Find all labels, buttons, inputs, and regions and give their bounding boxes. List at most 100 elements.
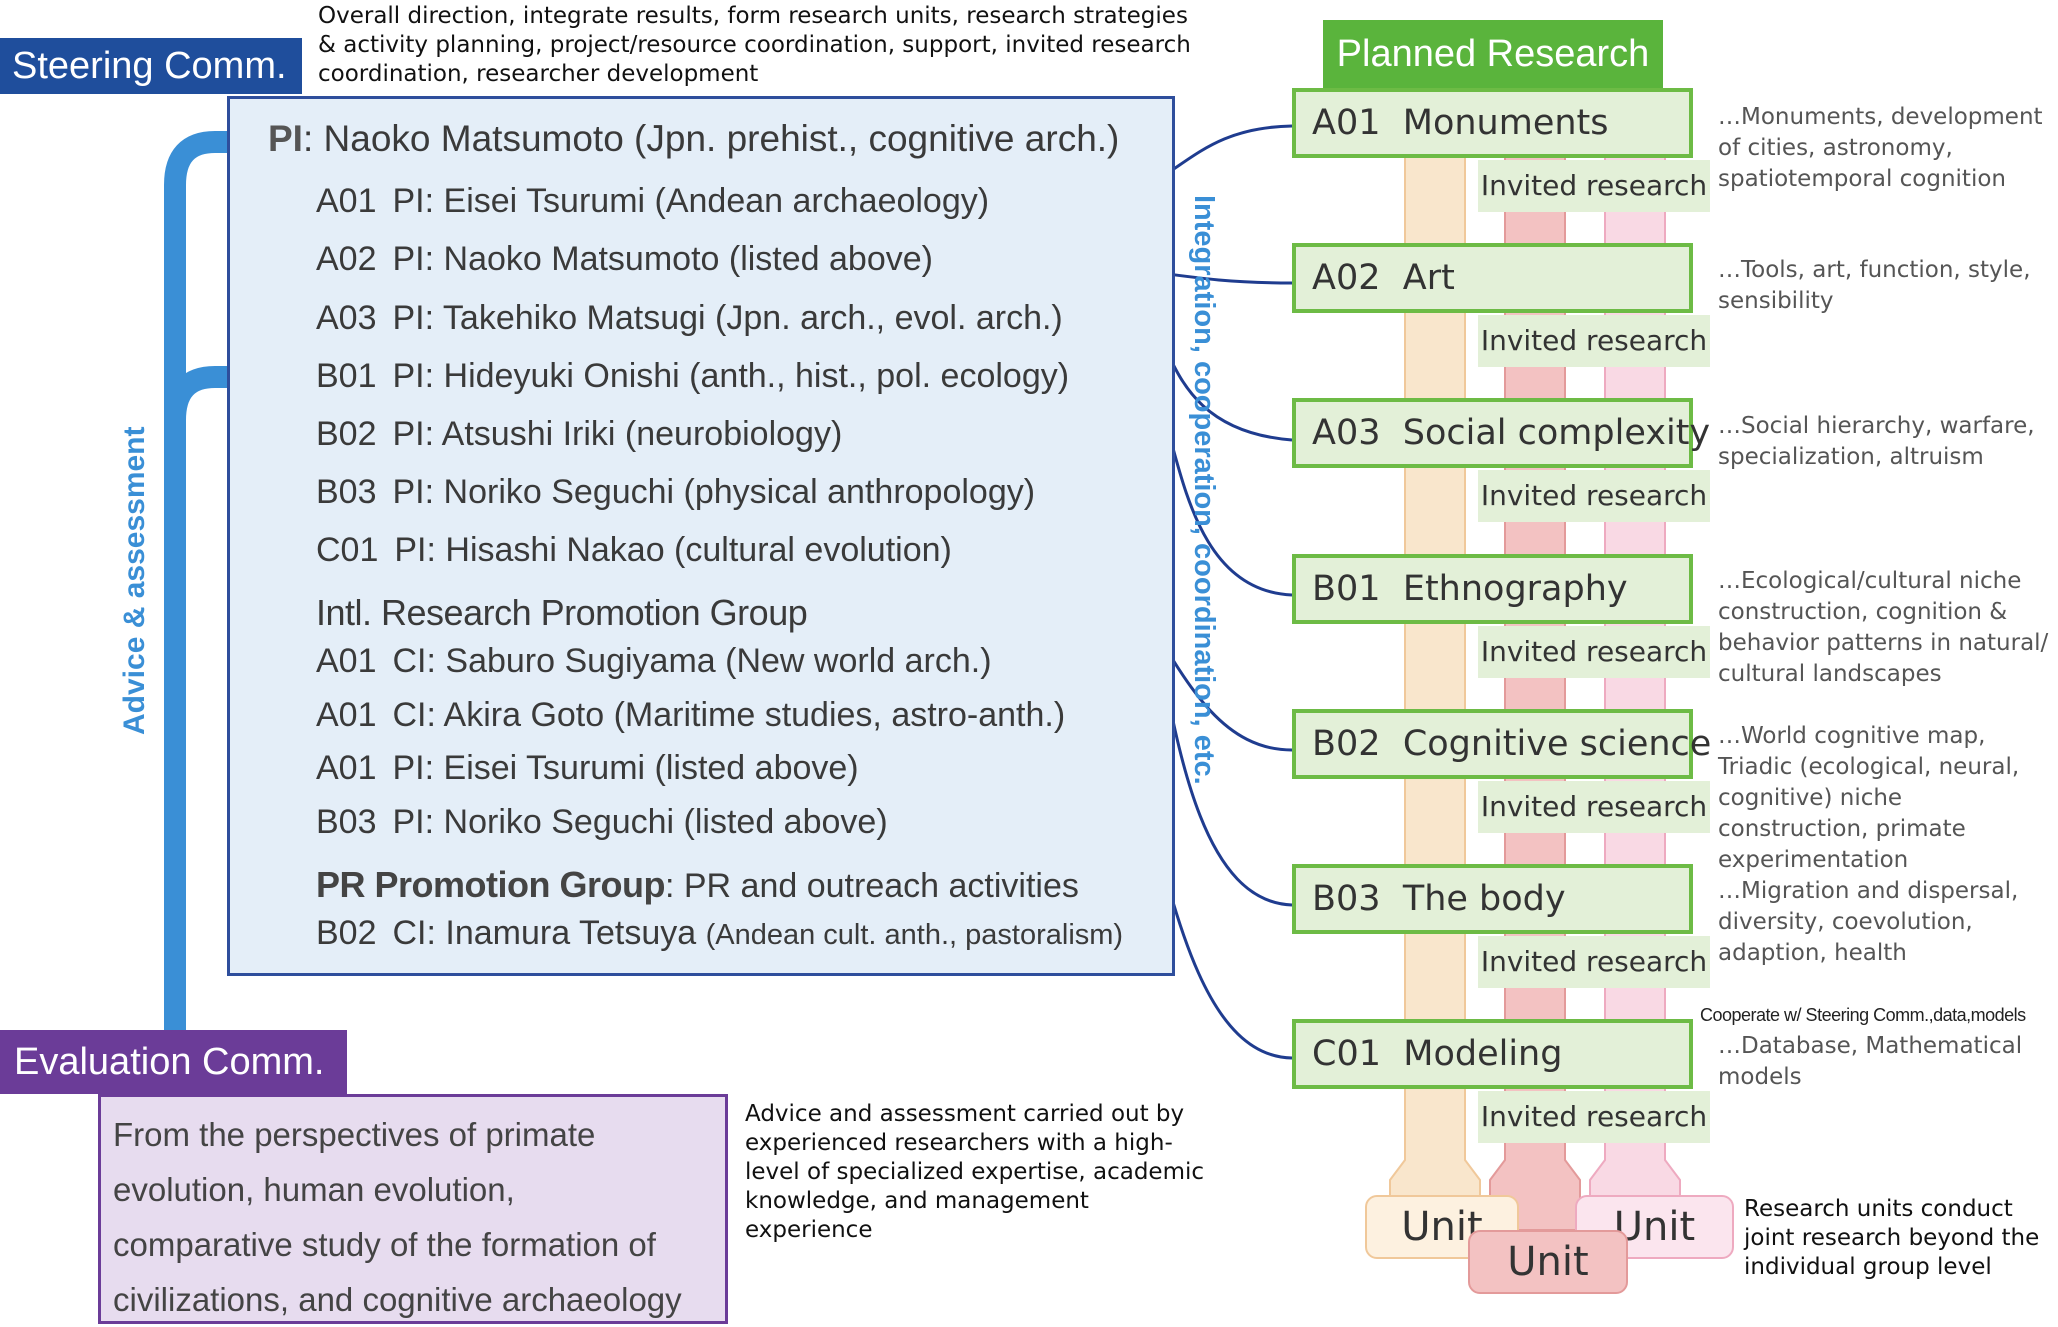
group-note-b01: …Ecological/cultural niche construction,…	[1718, 568, 2049, 687]
member-code: B01	[316, 357, 377, 395]
group-box-a01: A01 Monuments	[1292, 88, 1693, 158]
group-name: Monuments	[1402, 103, 1609, 143]
evaluation-line: civilizations, and cognitive archaeology	[113, 1281, 682, 1318]
group-note-a03: …Social hierarchy, warfare, specializati…	[1718, 413, 2035, 470]
group-code: C01	[1312, 1034, 1381, 1074]
group-code: A01	[1312, 103, 1381, 143]
integration-label: Integration, cooperation, coordination, …	[1188, 195, 1220, 785]
group-name: Ethnography	[1402, 569, 1628, 609]
member-code: B03	[316, 803, 377, 841]
member-name: Eisei Tsurumi (Andean archaeology)	[443, 182, 990, 220]
invited-research-b03: Invited research	[1478, 936, 1710, 988]
member-code: A01	[316, 642, 377, 680]
pr-group-row: PR Promotion Group: PR and outreach acti…	[316, 864, 1079, 906]
member-role: CI:	[392, 696, 436, 734]
group-name: Cognitive science	[1402, 724, 1712, 764]
group-box-b03: B03 The body	[1292, 864, 1693, 934]
evaluation-line: evolution, human evolution,	[113, 1171, 515, 1208]
pr-group-subtitle: : PR and outreach activities	[664, 867, 1079, 905]
member-detail: (Andean cult. anth., pastoralism)	[705, 919, 1124, 951]
group-code: A03	[1312, 413, 1381, 453]
member-name: Akira Goto (Maritime studies, astro-anth…	[443, 696, 1066, 734]
intl-member-row: A01 PI: Eisei Tsurumi (listed above)	[316, 749, 859, 788]
cooperate-note: Cooperate w/ Steering Comm.,data,models	[1700, 1005, 2026, 1025]
member-code: C01	[316, 531, 379, 569]
group-code: A02	[1312, 258, 1381, 298]
member-role: PI:	[392, 240, 435, 278]
member-role: PI:	[392, 357, 435, 395]
evaluation-committee-title: Evaluation Comm.	[0, 1030, 347, 1094]
member-name: Saburo Sugiyama (New world arch.)	[445, 642, 992, 680]
planned-research-title: Planned Research	[1323, 20, 1663, 88]
group-box-a03: A03 Social complexity	[1292, 398, 1710, 468]
member-code: B02	[316, 914, 377, 952]
steering-committee-title: Steering Comm.	[0, 38, 302, 94]
member-code: A01	[316, 696, 377, 734]
member-name: Atsushi Iriki (neurobiology)	[441, 415, 843, 453]
unit-box-red: Unit	[1468, 1230, 1628, 1294]
member-code: A02	[316, 240, 377, 278]
intl-group-title: Intl. Research Promotion Group	[316, 592, 808, 633]
intl-member-row: A01 CI: Akira Goto (Maritime studies, ast…	[316, 696, 1065, 735]
steering-committee-description: Overall direction, integrate results, fo…	[318, 3, 1191, 87]
evaluation-line: comparative study of the formation of	[113, 1226, 656, 1263]
member-role: PI:	[392, 299, 435, 337]
evaluation-description: Advice and assessment carried out by exp…	[745, 1101, 1205, 1243]
group-box-c01: C01 Modeling	[1292, 1019, 1693, 1089]
member-role: PI:	[392, 182, 435, 220]
group-box-a02: A02 Art	[1292, 243, 1693, 313]
advice-label: Advice & assessment	[118, 426, 151, 736]
advice-arrow	[164, 131, 245, 1030]
group-name: Social complexity	[1402, 413, 1711, 453]
member-name: Eisei Tsurumi (listed above)	[443, 749, 859, 787]
invited-research-a02: Invited research	[1478, 315, 1710, 367]
member-code: A03	[316, 299, 377, 337]
pi-box	[227, 96, 1175, 976]
member-row-a03: A03 PI: Takehiko Matsugi (Jpn. arch., evo…	[316, 299, 1063, 338]
member-role: CI:	[392, 914, 436, 952]
invited-research-b02: Invited research	[1478, 781, 1710, 833]
member-row-c01: C01 PI: Hisashi Nakao (cultural evolution…	[316, 531, 952, 570]
intl-member-row: B03 PI: Noriko Seguchi (listed above)	[316, 803, 888, 842]
member-row-a02: A02 PI: Naoko Matsumoto (listed above)	[316, 240, 933, 279]
evaluation-line: From the perspectives of primate	[113, 1116, 596, 1153]
evaluation-box: From the perspectives of primate evoluti…	[98, 1094, 728, 1324]
member-role: PI:	[392, 473, 435, 511]
member-role: CI:	[392, 642, 436, 680]
pi-row: PI: Naoko Matsumoto (Jpn. prehist., cogn…	[268, 118, 1119, 160]
pi-label: PI	[268, 118, 303, 159]
member-role: PI:	[392, 749, 435, 787]
invited-research-a01: Invited research	[1478, 160, 1710, 212]
member-role: PI:	[392, 415, 435, 453]
pr-member-row: B02 CI: Inamura Tetsuya (Andean cult. ant…	[316, 914, 1123, 953]
pi-name: : Naoko Matsumoto (Jpn. prehist., cognit…	[302, 118, 1120, 159]
group-code: B01	[1312, 569, 1381, 609]
group-box-b01: B01 Ethnography	[1292, 554, 1693, 624]
unit-description: Research units conduct joint research be…	[1744, 1196, 2040, 1280]
group-name: The body	[1402, 879, 1566, 919]
invited-research-c01: Invited research	[1478, 1091, 1710, 1143]
group-box-b02: B02 Cognitive science	[1292, 709, 1711, 779]
member-name: Naoko Matsumoto (listed above)	[443, 240, 933, 278]
member-name: Hisashi Nakao (cultural evolution)	[445, 531, 952, 569]
member-name: Noriko Seguchi (listed above)	[443, 803, 888, 841]
member-name: Takehiko Matsugi (Jpn. arch., evol. arch…	[442, 299, 1063, 337]
group-note-a02: …Tools, art, function, style, sensibilit…	[1718, 257, 2031, 314]
member-role: PI:	[394, 531, 436, 569]
member-code: B02	[316, 415, 377, 453]
member-code: A01	[316, 749, 377, 787]
member-code: B03	[316, 473, 377, 511]
group-note-b03: …Migration and dispersal, diversity, coe…	[1718, 878, 2019, 966]
member-row-a01: A01 PI: Eisei Tsurumi (Andean archaeology…	[316, 182, 989, 221]
group-note-c01: …Database, Mathematical models	[1718, 1033, 2023, 1090]
group-note-a01: …Monuments, development of cities, astro…	[1718, 104, 2043, 192]
group-code: B03	[1312, 879, 1381, 919]
member-role: PI:	[392, 803, 435, 841]
member-name: Inamura Tetsuya	[445, 914, 697, 952]
group-code: B02	[1312, 724, 1381, 764]
pr-group-title: PR Promotion Group	[316, 864, 665, 905]
member-code: A01	[316, 182, 377, 220]
member-row-b02: B02 PI: Atsushi Iriki (neurobiology)	[316, 415, 842, 454]
